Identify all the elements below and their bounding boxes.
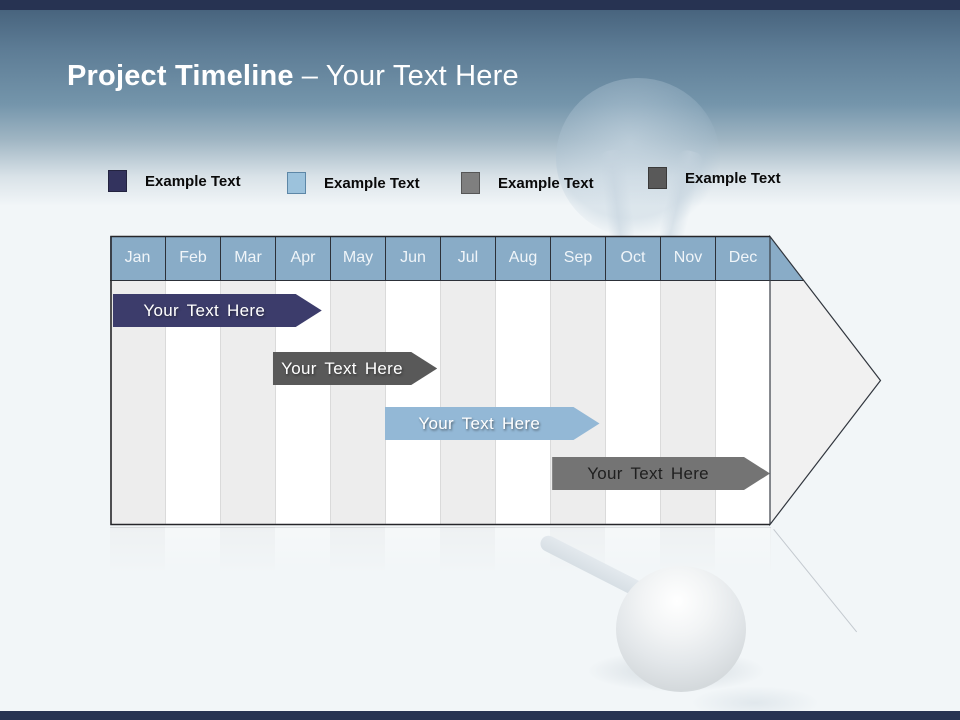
legend-item: Example Text bbox=[648, 166, 781, 190]
bar-label: Your Text Here bbox=[587, 464, 709, 483]
legend-item: Example Text bbox=[108, 169, 241, 193]
legend-item: Example Text bbox=[461, 171, 594, 195]
legend-swatch bbox=[287, 172, 306, 194]
top-accent-bar bbox=[0, 0, 960, 10]
chart-reflection bbox=[110, 527, 771, 580]
legend-swatch bbox=[461, 172, 480, 194]
timeline-bar: Your Text Here bbox=[273, 352, 437, 385]
legend-label: Example Text bbox=[324, 174, 420, 192]
bar-label: Your Text Here bbox=[418, 414, 541, 433]
sphere-shadow bbox=[586, 650, 766, 692]
legend-label: Example Text bbox=[145, 172, 241, 190]
legend-swatch bbox=[648, 167, 667, 189]
header-gradient bbox=[0, 10, 960, 206]
legend-swatch bbox=[108, 170, 127, 192]
title-regular: – Your Text Here bbox=[301, 60, 519, 92]
page-title: Project Timeline– Your Text Here bbox=[67, 60, 519, 93]
sphere-3d bbox=[616, 566, 746, 692]
timeline-bar: Your Text Here bbox=[113, 294, 322, 327]
timeline-bar: Your Text Here bbox=[552, 457, 770, 490]
title-bold: Project Timeline bbox=[67, 60, 294, 92]
bar-label: Your Text Here bbox=[143, 301, 266, 320]
bottom-accent-bar bbox=[0, 711, 960, 720]
timeline-bar: Your Text Here bbox=[385, 407, 600, 440]
arrow-tip-reflection bbox=[773, 529, 858, 633]
legend-item: Example Text bbox=[287, 171, 420, 195]
bar-label: Your Text Here bbox=[281, 359, 403, 378]
legend-label: Example Text bbox=[685, 169, 781, 187]
legend-label: Example Text bbox=[498, 174, 594, 192]
